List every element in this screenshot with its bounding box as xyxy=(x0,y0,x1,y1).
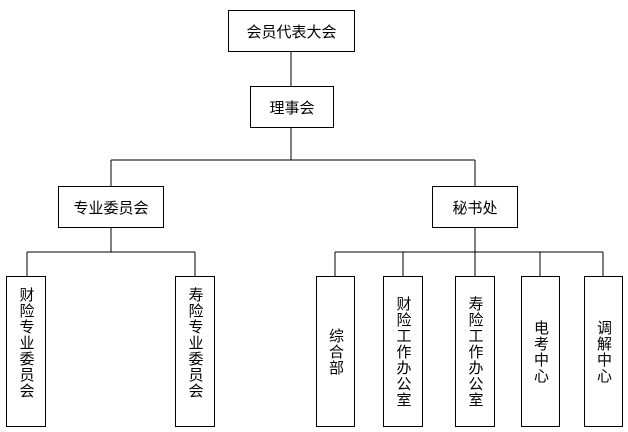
node-prop-office: 财险工作办公室 xyxy=(383,276,423,427)
node-council-label: 理事会 xyxy=(269,98,315,117)
node-life-committee: 寿险专业委员会 xyxy=(175,276,215,427)
node-committees-label: 专业委员会 xyxy=(73,198,149,217)
node-prop-committee-label: 财险专业委员会 xyxy=(17,287,36,399)
node-life-office: 寿险工作办公室 xyxy=(455,276,495,427)
node-assembly-label: 会员代表大会 xyxy=(246,22,337,41)
node-prop-committee: 财险专业委员会 xyxy=(6,276,46,427)
node-assembly: 会员代表大会 xyxy=(228,10,355,52)
node-life-committee-label: 寿险专业委员会 xyxy=(186,287,205,399)
node-exam-center-label: 电考中心 xyxy=(532,319,550,384)
node-secretariat: 秘书处 xyxy=(432,186,518,228)
node-prop-office-label: 财险工作办公室 xyxy=(394,295,413,408)
node-mediation-center: 调解中心 xyxy=(584,276,623,427)
node-mediation-center-label: 调解中心 xyxy=(595,319,613,384)
node-general-dept-label: 综合部 xyxy=(327,327,345,376)
node-committees: 专业委员会 xyxy=(58,186,164,228)
node-general-dept: 综合部 xyxy=(316,276,355,427)
node-exam-center: 电考中心 xyxy=(521,276,560,427)
node-secretariat-label: 秘书处 xyxy=(452,198,498,217)
node-council: 理事会 xyxy=(250,86,334,128)
node-life-office-label: 寿险工作办公室 xyxy=(466,295,485,408)
